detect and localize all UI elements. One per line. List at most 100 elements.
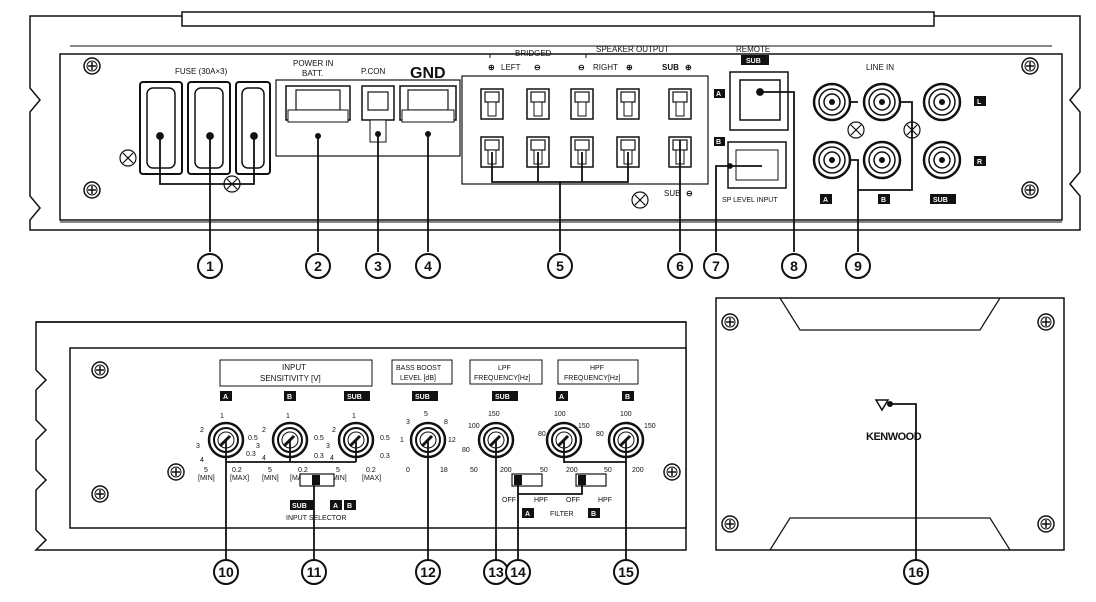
- svg-text:150: 150: [488, 411, 500, 418]
- screw-icon: [83, 181, 101, 199]
- svg-text:⊕: ⊕: [488, 63, 495, 72]
- svg-text:3: 3: [326, 443, 330, 450]
- svg-text:5: 5: [204, 467, 208, 474]
- filter-b-hpf-label: HPF: [598, 497, 612, 504]
- svg-text:1: 1: [352, 413, 356, 420]
- bass-boost-scale: 3 5 8 12 1 0 18: [400, 411, 456, 474]
- svg-text:4: 4: [262, 455, 266, 462]
- svg-text:0: 0: [406, 467, 410, 474]
- svg-text:4: 4: [424, 258, 432, 274]
- svg-text:12: 12: [448, 437, 456, 444]
- pcon-label: P.CON: [361, 67, 386, 76]
- ch-l-label: L: [977, 99, 982, 106]
- callout-7: 7: [703, 253, 729, 279]
- sp-level-connector: [727, 141, 787, 189]
- svg-text:13: 13: [488, 564, 504, 580]
- svg-text:18: 18: [440, 467, 448, 474]
- filter-a-off-label: OFF: [502, 497, 516, 504]
- screw-icon: [1037, 515, 1055, 533]
- tag-sub: SUB: [347, 394, 362, 401]
- svg-text:1: 1: [220, 413, 224, 420]
- callout-14: 14: [505, 559, 531, 585]
- remote-label: REMOTE: [736, 45, 770, 54]
- callout-8: 8: [781, 253, 807, 279]
- callout-10: 10: [213, 559, 239, 585]
- svg-text:0.5: 0.5: [380, 435, 390, 442]
- svg-text:0.5: 0.5: [314, 435, 324, 442]
- hpf-scale: 100 150 80 50 200 100 150 80 50 200: [538, 411, 656, 474]
- svg-text:0.3: 0.3: [380, 453, 390, 460]
- svg-text:3: 3: [374, 258, 382, 274]
- screw-icon: [167, 463, 185, 481]
- screw-icon: [91, 485, 109, 503]
- ch-sub-label: SUB: [933, 197, 948, 204]
- svg-text:50: 50: [540, 467, 548, 474]
- remote-jack: [729, 71, 789, 131]
- filter-label: FILTER: [550, 511, 574, 518]
- screw-icon: [1037, 313, 1055, 331]
- selector-sub-tag: SUB: [292, 503, 307, 510]
- fuse-label: FUSE (30A×3): [175, 67, 228, 76]
- top-panel: FUSE (30A×3) POWER IN BATT. P.CON GND: [29, 11, 1081, 252]
- tag-sub: SUB: [415, 394, 430, 401]
- svg-text:6: 6: [676, 258, 684, 274]
- bottom-leader-lines: [225, 440, 627, 560]
- x-screw-icon: [847, 121, 865, 139]
- tag-a: A: [223, 394, 228, 401]
- svg-text:[MIN]: [MIN]: [198, 475, 215, 482]
- callout-4: 4: [415, 253, 441, 279]
- remote-sub-label: SUB: [746, 58, 761, 65]
- svg-text:80: 80: [462, 447, 470, 454]
- lpf-scale: 150 100 80 50 200: [462, 411, 512, 474]
- sub-plus-label: SUB: [662, 63, 679, 72]
- svg-text:15: 15: [618, 564, 634, 580]
- callout-9: 9: [845, 253, 871, 279]
- svg-text:50: 50: [604, 467, 612, 474]
- bass-boost-label: BASS BOOST: [396, 365, 442, 372]
- callout-13: 13: [483, 559, 509, 585]
- svg-text:1: 1: [286, 413, 290, 420]
- svg-text:50: 50: [470, 467, 478, 474]
- screw-icon: [1021, 57, 1039, 75]
- svg-text:5: 5: [336, 467, 340, 474]
- svg-text:150: 150: [578, 423, 590, 430]
- filter-b-off-label: OFF: [566, 497, 580, 504]
- svg-text:[MIN]: [MIN]: [262, 475, 279, 482]
- svg-text:2: 2: [200, 427, 204, 434]
- ch-a-label: A: [823, 197, 828, 204]
- svg-text:2: 2: [314, 258, 322, 274]
- screw-icon: [721, 515, 739, 533]
- bridged-label: BRIDGED: [515, 49, 552, 58]
- svg-text:⊕: ⊕: [685, 63, 692, 72]
- svg-text:4: 4: [200, 457, 204, 464]
- input-selector-switch[interactable]: [299, 473, 335, 487]
- selector-b-tag: B: [347, 503, 352, 510]
- hpf-label: HPF: [590, 365, 604, 372]
- svg-text:4: 4: [330, 455, 334, 462]
- line-in-label: LINE IN: [866, 63, 894, 72]
- svg-text:100: 100: [468, 423, 480, 430]
- input-selector-label: INPUT SELECTOR: [286, 515, 346, 522]
- tag-b: B: [625, 394, 630, 401]
- kenwood-logo-icon: [874, 399, 890, 412]
- svg-text:[MAX]: [MAX]: [362, 475, 381, 482]
- callout-16: 16: [903, 559, 929, 585]
- svg-text:8: 8: [444, 419, 448, 426]
- hpf-freq-label: FREQUENCY[Hz]: [564, 375, 620, 382]
- gnd-label: GND: [410, 65, 446, 82]
- svg-text:1: 1: [400, 437, 404, 444]
- svg-text:12: 12: [420, 564, 436, 580]
- right-label: RIGHT: [593, 63, 618, 72]
- sub-minus-label: SUB: [664, 189, 680, 198]
- gnd-terminal: [399, 85, 457, 123]
- sensitivity-label: SENSITIVITY [V]: [260, 374, 321, 383]
- svg-text:0.3: 0.3: [246, 451, 256, 458]
- svg-text:5: 5: [424, 411, 428, 418]
- lpf-label: LPF: [498, 365, 511, 372]
- svg-text:8: 8: [790, 258, 798, 274]
- svg-text:80: 80: [538, 431, 546, 438]
- input-label: INPUT: [282, 363, 306, 372]
- svg-text:⊖: ⊖: [686, 189, 693, 198]
